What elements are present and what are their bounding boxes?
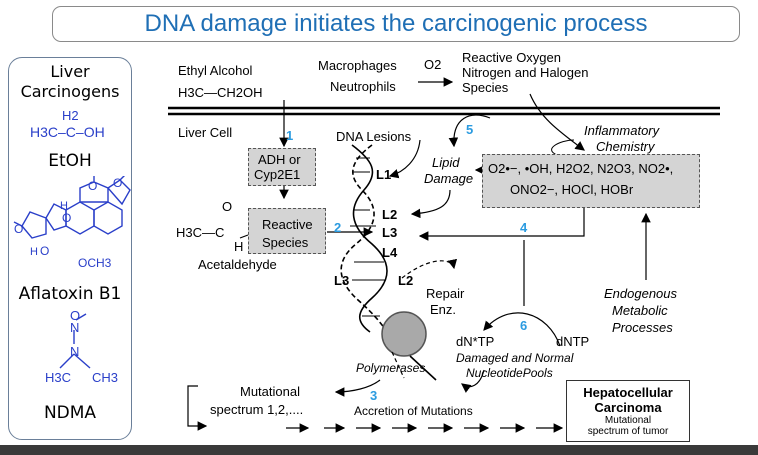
aflatoxin-o5: O bbox=[40, 244, 50, 258]
o2-label: O2 bbox=[424, 57, 442, 72]
aflatoxin-och3: OCH3 bbox=[78, 256, 112, 270]
lesion-l2-lower: L2 bbox=[398, 273, 414, 288]
aflatoxin-h-top: H bbox=[60, 200, 68, 212]
acetaldehyde-h: H bbox=[234, 239, 244, 254]
oxidants-box bbox=[482, 154, 700, 208]
ndma-n2: N bbox=[70, 344, 80, 359]
oxidants-line1: O2•−, •OH, H2O2, N2O3, NO2•, bbox=[488, 161, 674, 176]
lipid-damage-line1: Lipid bbox=[432, 155, 460, 170]
step-number-5: 5 bbox=[466, 122, 474, 137]
endogenous-line2: Metabolic bbox=[612, 303, 668, 318]
step-number-1: 1 bbox=[286, 128, 294, 143]
repair-line1: Repair bbox=[426, 286, 465, 301]
acetaldehyde-label: Acetaldehyde bbox=[198, 257, 277, 272]
reactive-species-box bbox=[248, 208, 326, 254]
title-banner: DNA damage initiates the carcinogenic pr… bbox=[52, 6, 740, 42]
neutrophils-label: Neutrophils bbox=[330, 79, 396, 94]
acetaldehyde-o: O bbox=[222, 199, 233, 214]
ethanol-formula: H3C—CH2OH bbox=[178, 85, 263, 100]
page-title: DNA damage initiates the carcinogenic pr… bbox=[144, 10, 648, 37]
polymerase-circle bbox=[381, 311, 427, 357]
ndma-ch3-left: H3C bbox=[45, 370, 72, 385]
macrophages-label: Macrophages bbox=[318, 58, 397, 73]
mutational-line1: Mutational bbox=[240, 384, 300, 399]
ros-line3: Species bbox=[462, 80, 509, 95]
step-number-6: 6 bbox=[520, 318, 528, 333]
step-number-3: 3 bbox=[370, 388, 378, 403]
ros-line1: Reactive Oxygen bbox=[462, 50, 561, 65]
ros-line2: Nitrogen and Halogen bbox=[462, 65, 589, 80]
ndma-o: O bbox=[70, 308, 81, 323]
ndma-label: NDMA bbox=[43, 403, 97, 423]
mutational-line2: spectrum 1,2,.... bbox=[210, 402, 304, 417]
etoh-label: EtOH bbox=[48, 151, 92, 171]
liver-cell-label: Liver Cell bbox=[178, 125, 233, 140]
acetaldehyde-formula: H3C—C bbox=[176, 225, 225, 240]
hcc-line2: Carcinoma bbox=[594, 400, 662, 415]
oxidants-line2: ONO2−, HOCl, HOBr bbox=[510, 182, 634, 197]
panel-heading-line1: Liver bbox=[50, 62, 90, 81]
endogenous-line3: Processes bbox=[612, 320, 673, 335]
aflatoxin-h-bottom: H bbox=[30, 246, 38, 258]
pools-line1: Damaged and Normal bbox=[456, 351, 574, 365]
aflatoxin-o4: O bbox=[14, 222, 24, 236]
reactive-line2: Species bbox=[262, 235, 309, 250]
polymerases-label: Polymerases bbox=[356, 361, 426, 375]
ndma-structure bbox=[59, 313, 91, 369]
etoh-h2: H2 bbox=[62, 108, 79, 123]
bottom-bar bbox=[0, 445, 758, 455]
dntp-label: dNTP bbox=[556, 334, 590, 349]
hcc-line4: spectrum of tumor bbox=[587, 426, 669, 437]
endogenous-line1: Endogenous bbox=[604, 286, 678, 301]
ndma-n1: N bbox=[70, 320, 80, 335]
adh-line2: Cyp2E1 bbox=[254, 167, 301, 182]
ethyl-alcohol-label: Ethyl Alcohol bbox=[178, 63, 253, 78]
inflammatory-line1: Inflammatory bbox=[584, 123, 660, 138]
adh-line1: ADH or bbox=[258, 152, 301, 167]
dna-lesions-label: DNA Lesions bbox=[336, 129, 412, 144]
repair-line2: Enz. bbox=[430, 302, 457, 317]
adh-box bbox=[248, 148, 316, 186]
aflatoxin-o2: O bbox=[113, 176, 123, 190]
pools-line2: NucleotidePools bbox=[466, 366, 553, 380]
hcc-line1: Hepatocellular bbox=[583, 385, 673, 400]
aflatoxin-o1: O bbox=[88, 179, 98, 193]
step-number-4: 4 bbox=[520, 220, 528, 235]
etoh-structure: H3C–C–OH bbox=[30, 124, 105, 140]
ndma-ch3-right: CH3 bbox=[92, 370, 119, 385]
panel-heading-line2: Carcinogens bbox=[20, 82, 120, 101]
aflatoxin-o3: O bbox=[62, 211, 72, 225]
lesion-l4: L4 bbox=[382, 245, 398, 260]
lesion-l2-upper: L2 bbox=[382, 207, 398, 222]
hepatocellular-carcinoma-box: Hepatocellular Carcinoma Mutational spec… bbox=[566, 380, 690, 442]
liver-carcinogens-panel bbox=[8, 57, 132, 440]
inflammatory-line2: Chemistry bbox=[596, 139, 655, 154]
lesion-l1: L1 bbox=[376, 167, 392, 182]
dntp-damaged-label: dN*TP bbox=[456, 334, 495, 349]
aflatoxin-structure bbox=[13, 176, 131, 239]
lesion-l3-upper: L3 bbox=[382, 225, 398, 240]
step-number-2: 2 bbox=[334, 220, 342, 235]
accretion-label: Accretion of Mutations bbox=[354, 404, 473, 418]
reactive-line1: Reactive bbox=[262, 217, 313, 232]
lesion-l3-lower: L3 bbox=[334, 273, 350, 288]
hcc-line3: Mutational bbox=[604, 415, 652, 426]
lipid-damage-line2: Damage bbox=[424, 171, 474, 186]
aflatoxin-label: Aflatoxin B1 bbox=[18, 284, 122, 304]
